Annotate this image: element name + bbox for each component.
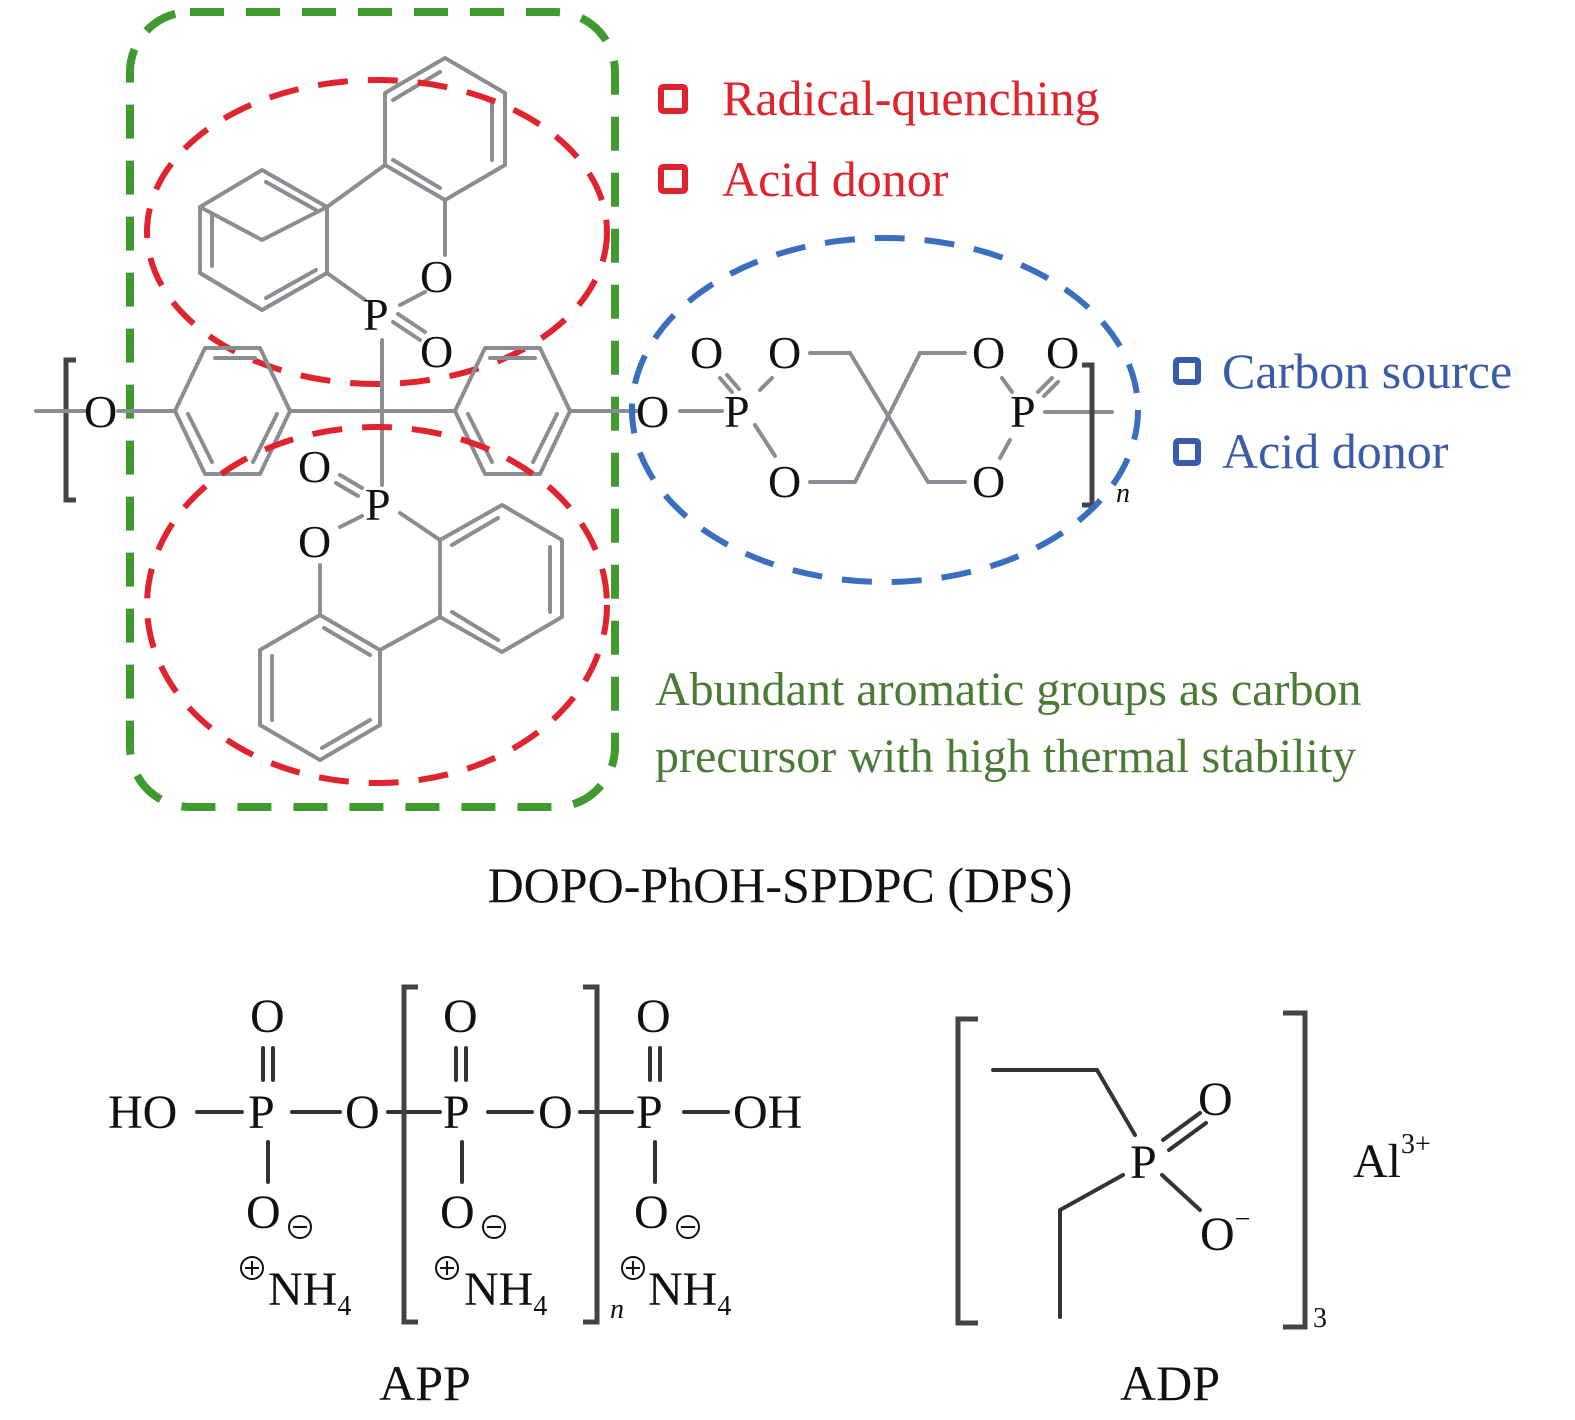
- ammonium-label: NH4: [648, 1263, 731, 1322]
- label-acid-donor-red: Acid donor: [722, 151, 949, 207]
- atom-o: O: [636, 990, 671, 1043]
- radical-quenching-region-upper: [144, 77, 610, 387]
- adp-caption: ADP: [1120, 1355, 1220, 1411]
- adp-structure: 3 P O O− Al3+ ADP: [955, 1010, 1431, 1411]
- app-structure: HO P O O NH4 O P O O: [108, 984, 802, 1411]
- legend-item-acid-donor-red: Acid donor: [658, 151, 949, 207]
- carbon-source-region: [629, 235, 1141, 585]
- benzene-ring: [438, 503, 564, 654]
- app-repeat-subscript: n: [610, 1294, 624, 1325]
- green-label-line-2: precursor with high thermal stability: [655, 730, 1356, 783]
- atom-o: O: [345, 1086, 380, 1139]
- atom-o: O: [768, 456, 801, 507]
- dps-backbone: O: [34, 346, 640, 503]
- atom-o: O: [420, 326, 453, 377]
- checkbox-icon: [658, 84, 688, 114]
- atom-o: O: [298, 516, 331, 567]
- app-caption: APP: [379, 1355, 471, 1411]
- atom-o: O: [538, 1086, 573, 1139]
- benzene-ring: [258, 613, 382, 762]
- checkbox-icon: [1173, 357, 1201, 385]
- atom-p: P: [363, 289, 389, 340]
- atom-o: O: [84, 386, 117, 437]
- benzene-ring: [383, 56, 507, 202]
- atom-p: P: [1010, 386, 1036, 437]
- checkbox-icon: [1173, 438, 1201, 466]
- label-acid-donor-blue: Acid donor: [1222, 423, 1449, 479]
- minus-charge-icon: [482, 1215, 506, 1239]
- minus-charge-icon: [676, 1215, 700, 1239]
- atom-o: O: [420, 251, 453, 302]
- repeat-subscript: n: [1116, 478, 1130, 509]
- plus-charge-icon: [435, 1256, 459, 1280]
- label-radical-quenching: Radical-quenching: [722, 70, 1100, 126]
- atom-p: P: [248, 1086, 275, 1139]
- app-repeat-bracket-right: [583, 984, 600, 1325]
- minus-charge-icon: [288, 1215, 312, 1239]
- app-repeat-bracket-left: [401, 984, 418, 1325]
- atom-o-minus: O−: [1200, 1204, 1250, 1261]
- atom-oh: OH: [733, 1086, 802, 1139]
- atom-o: O: [440, 1186, 475, 1239]
- checkbox-icon: [658, 164, 688, 194]
- dps-caption: DOPO-PhOH-SPDPC (DPS): [488, 857, 1073, 913]
- ethyl-group: [991, 1068, 1137, 1137]
- adp-bracket-right: [1283, 1010, 1308, 1330]
- plus-charge-icon: [240, 1256, 264, 1280]
- atom-o: O: [1046, 327, 1079, 378]
- upper-dopo-group: O P O: [144, 56, 610, 487]
- ammonium-label: NH4: [464, 1263, 547, 1322]
- repeat-bracket-left: [63, 357, 76, 503]
- ethyl-group: [1058, 1173, 1125, 1319]
- atom-p: P: [636, 1086, 663, 1139]
- atom-o: O: [246, 1186, 281, 1239]
- atom-o: O: [768, 327, 801, 378]
- green-label-line-1: Abundant aromatic groups as carbon: [655, 663, 1361, 716]
- adp-repeat-subscript: 3: [1313, 1303, 1327, 1334]
- atom-p: P: [1130, 1136, 1157, 1189]
- legend-item-carbon-source: Carbon source: [1173, 343, 1512, 399]
- atom-ho: HO: [108, 1086, 177, 1139]
- adp-bracket-left: [955, 1016, 978, 1326]
- atom-o: O: [972, 327, 1005, 378]
- radical-quenching-region-lower: [144, 424, 610, 786]
- atom-o: O: [634, 1186, 669, 1239]
- red-annotations: Radical-quenching Acid donor: [658, 70, 1100, 207]
- atom-p: P: [365, 479, 391, 530]
- atom-o: O: [636, 386, 669, 437]
- atom-o: O: [1198, 1073, 1233, 1126]
- atom-o: O: [298, 441, 331, 492]
- atom-o: O: [690, 327, 723, 378]
- atom-o: O: [972, 456, 1005, 507]
- aluminum-ion: Al3+: [1353, 1129, 1431, 1188]
- repeat-bracket-right: [1082, 362, 1095, 508]
- atom-p: P: [443, 1086, 470, 1139]
- blue-annotations: Carbon source Acid donor: [1173, 343, 1512, 479]
- atom-p: P: [724, 386, 750, 437]
- green-annotation: Abundant aromatic groups as carbon precu…: [655, 663, 1361, 783]
- dps-structure: O P O O O P O: [34, 8, 1141, 913]
- atom-o: O: [443, 990, 478, 1043]
- benzene-ring: [453, 346, 572, 476]
- plus-charge-icon: [621, 1256, 645, 1280]
- label-carbon-source: Carbon source: [1222, 343, 1512, 399]
- ammonium-label: NH4: [268, 1263, 351, 1322]
- atom-o: O: [250, 990, 285, 1043]
- lower-dopo-group: O P O: [144, 424, 610, 786]
- legend-item-radical-quenching: Radical-quenching: [658, 70, 1100, 126]
- spiro-phosphate-group: O P O O O O O O P n: [629, 235, 1141, 585]
- legend-item-acid-donor-blue: Acid donor: [1173, 423, 1449, 479]
